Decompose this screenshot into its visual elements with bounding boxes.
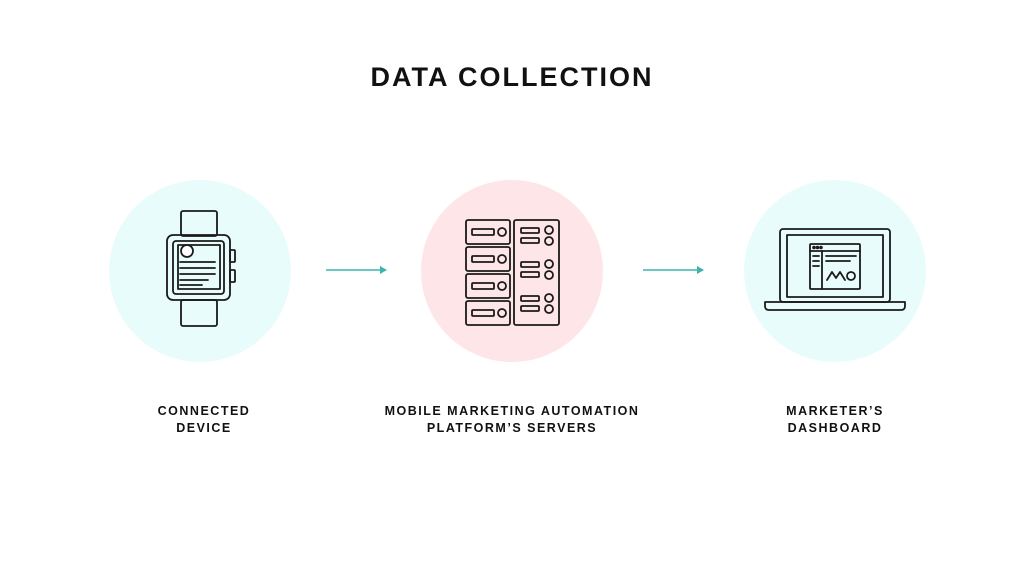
label-line: PLATFORM’S SERVERS (426, 421, 598, 435)
label-line: CONNECTED (157, 404, 251, 418)
label-platform-servers: MOBILE MARKETING AUTOMATION PLATFORM’S S… (362, 403, 662, 437)
arrow-device-to-servers (326, 266, 387, 274)
dashboard-circle (744, 180, 926, 362)
servers-circle (421, 180, 603, 362)
label-line: MOBILE MARKETING AUTOMATION (384, 404, 640, 418)
label-line: MARKETER’S (786, 404, 884, 418)
laptop-dashboard-icon (764, 228, 906, 311)
label-line: DASHBOARD (787, 421, 883, 435)
server-rack-icon (465, 219, 560, 326)
page-title: DATA COLLECTION (370, 62, 654, 92)
smartwatch-icon (166, 210, 236, 327)
label-connected-device: CONNECTED DEVICE (109, 403, 299, 437)
label-marketers-dashboard: MARKETER’S DASHBOARD (735, 403, 935, 437)
label-line: DEVICE (176, 421, 232, 435)
arrow-servers-to-dashboard (643, 266, 704, 274)
